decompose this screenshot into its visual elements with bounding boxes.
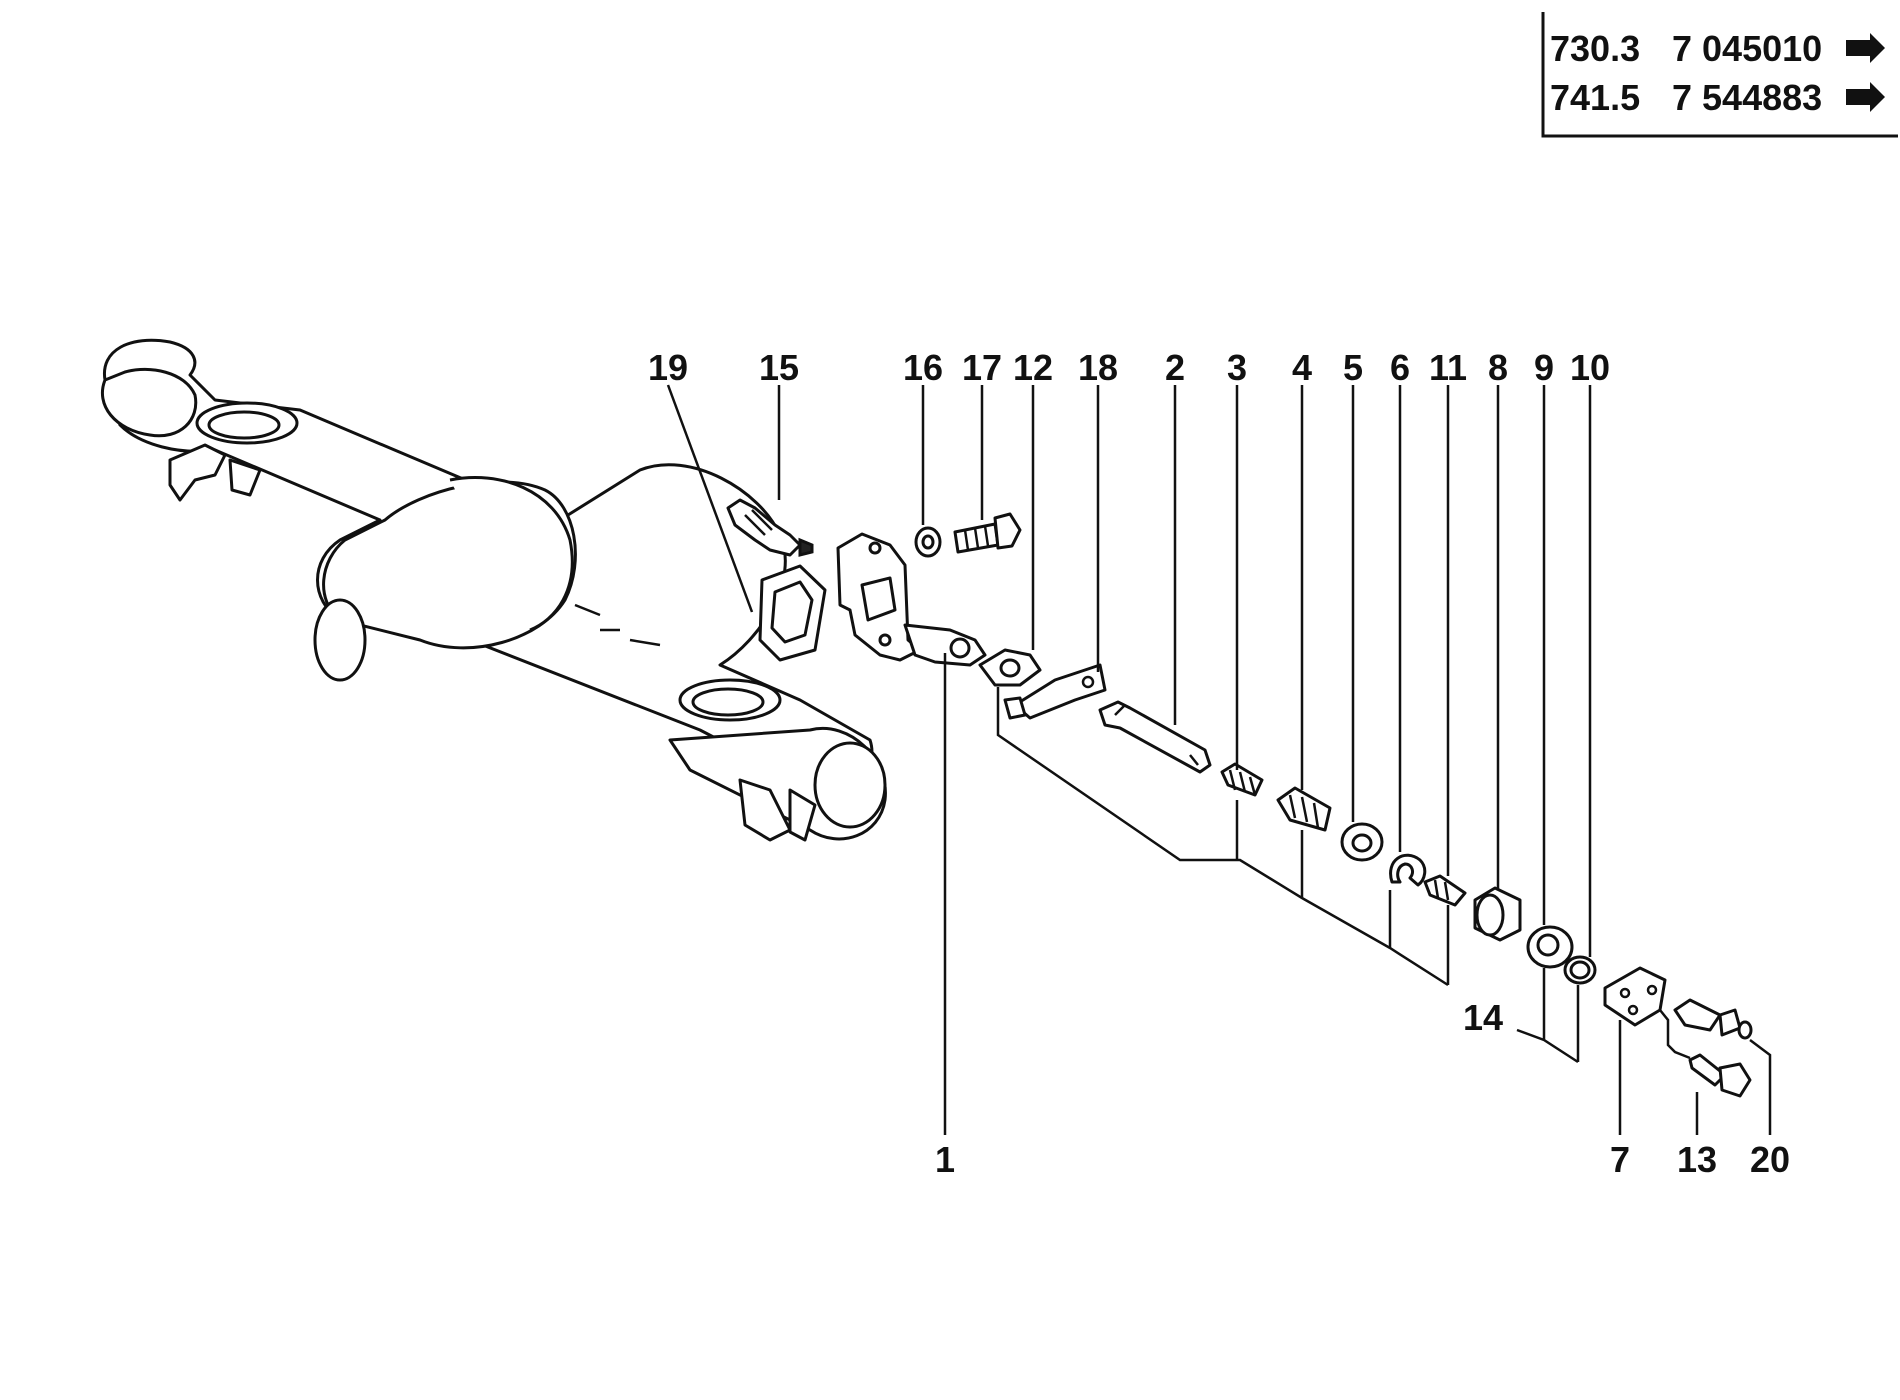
callout-8: 8 [1488, 347, 1508, 388]
part-16-washer [914, 526, 942, 558]
axle-housing [100, 338, 887, 842]
part-3-spring [1220, 762, 1264, 797]
callout-numbers: 19 15 16 17 12 18 2 3 4 5 6 11 8 9 10 14… [648, 347, 1790, 1180]
part-10-ring [1563, 955, 1597, 985]
callout-3: 3 [1227, 347, 1247, 388]
part-18-lever [1003, 663, 1107, 720]
callout-7: 7 [1610, 1139, 1630, 1180]
callout-6: 6 [1390, 347, 1410, 388]
part-11-spring [1423, 874, 1467, 907]
part-13-bolt [1688, 1053, 1752, 1098]
callout-9: 9 [1534, 347, 1554, 388]
part-1-bracket [836, 532, 987, 667]
callout-20: 20 [1750, 1139, 1790, 1180]
arrow-right-icon [1846, 82, 1885, 112]
part-15-sensor [726, 498, 814, 557]
arrow-right-icon [1846, 33, 1885, 63]
callout-4: 4 [1292, 347, 1312, 388]
part-20-bleed-screw [1673, 998, 1753, 1040]
part-12-gasket [978, 648, 1042, 687]
callout-5: 5 [1343, 347, 1363, 388]
callout-19: 19 [648, 347, 688, 388]
part-5-ring [1340, 822, 1384, 862]
callout-16: 16 [903, 347, 943, 388]
callout-11: 11 [1429, 347, 1467, 388]
part-17-bolt [953, 512, 1022, 554]
ref-serial-1: 7 045010 [1672, 28, 1822, 69]
ref-serial-2: 7 544883 [1672, 77, 1822, 118]
part-6-circlip [1389, 853, 1427, 887]
callout-17: 17 [962, 347, 1002, 388]
part-9-seal [1526, 925, 1574, 969]
ref-model-1: 730.3 [1550, 28, 1640, 69]
part-7-cover [1603, 966, 1691, 1060]
callout-2: 2 [1165, 347, 1185, 388]
leader-lines [666, 384, 1772, 1135]
callout-14: 14 [1463, 997, 1503, 1038]
callout-12: 12 [1013, 347, 1053, 388]
part-4-spring [1276, 786, 1332, 832]
reference-box: 730.3 7 045010 741.5 7 544883 [1541, 12, 1898, 138]
ref-model-2: 741.5 [1550, 77, 1640, 118]
part-8-piston [1473, 886, 1522, 942]
callout-10: 10 [1570, 347, 1610, 388]
callout-1: 1 [935, 1139, 955, 1180]
callout-15: 15 [759, 347, 799, 388]
callout-13: 13 [1677, 1139, 1717, 1180]
part-2-shaft [1098, 700, 1212, 774]
callout-18: 18 [1078, 347, 1118, 388]
part-19-gasket [758, 564, 827, 662]
